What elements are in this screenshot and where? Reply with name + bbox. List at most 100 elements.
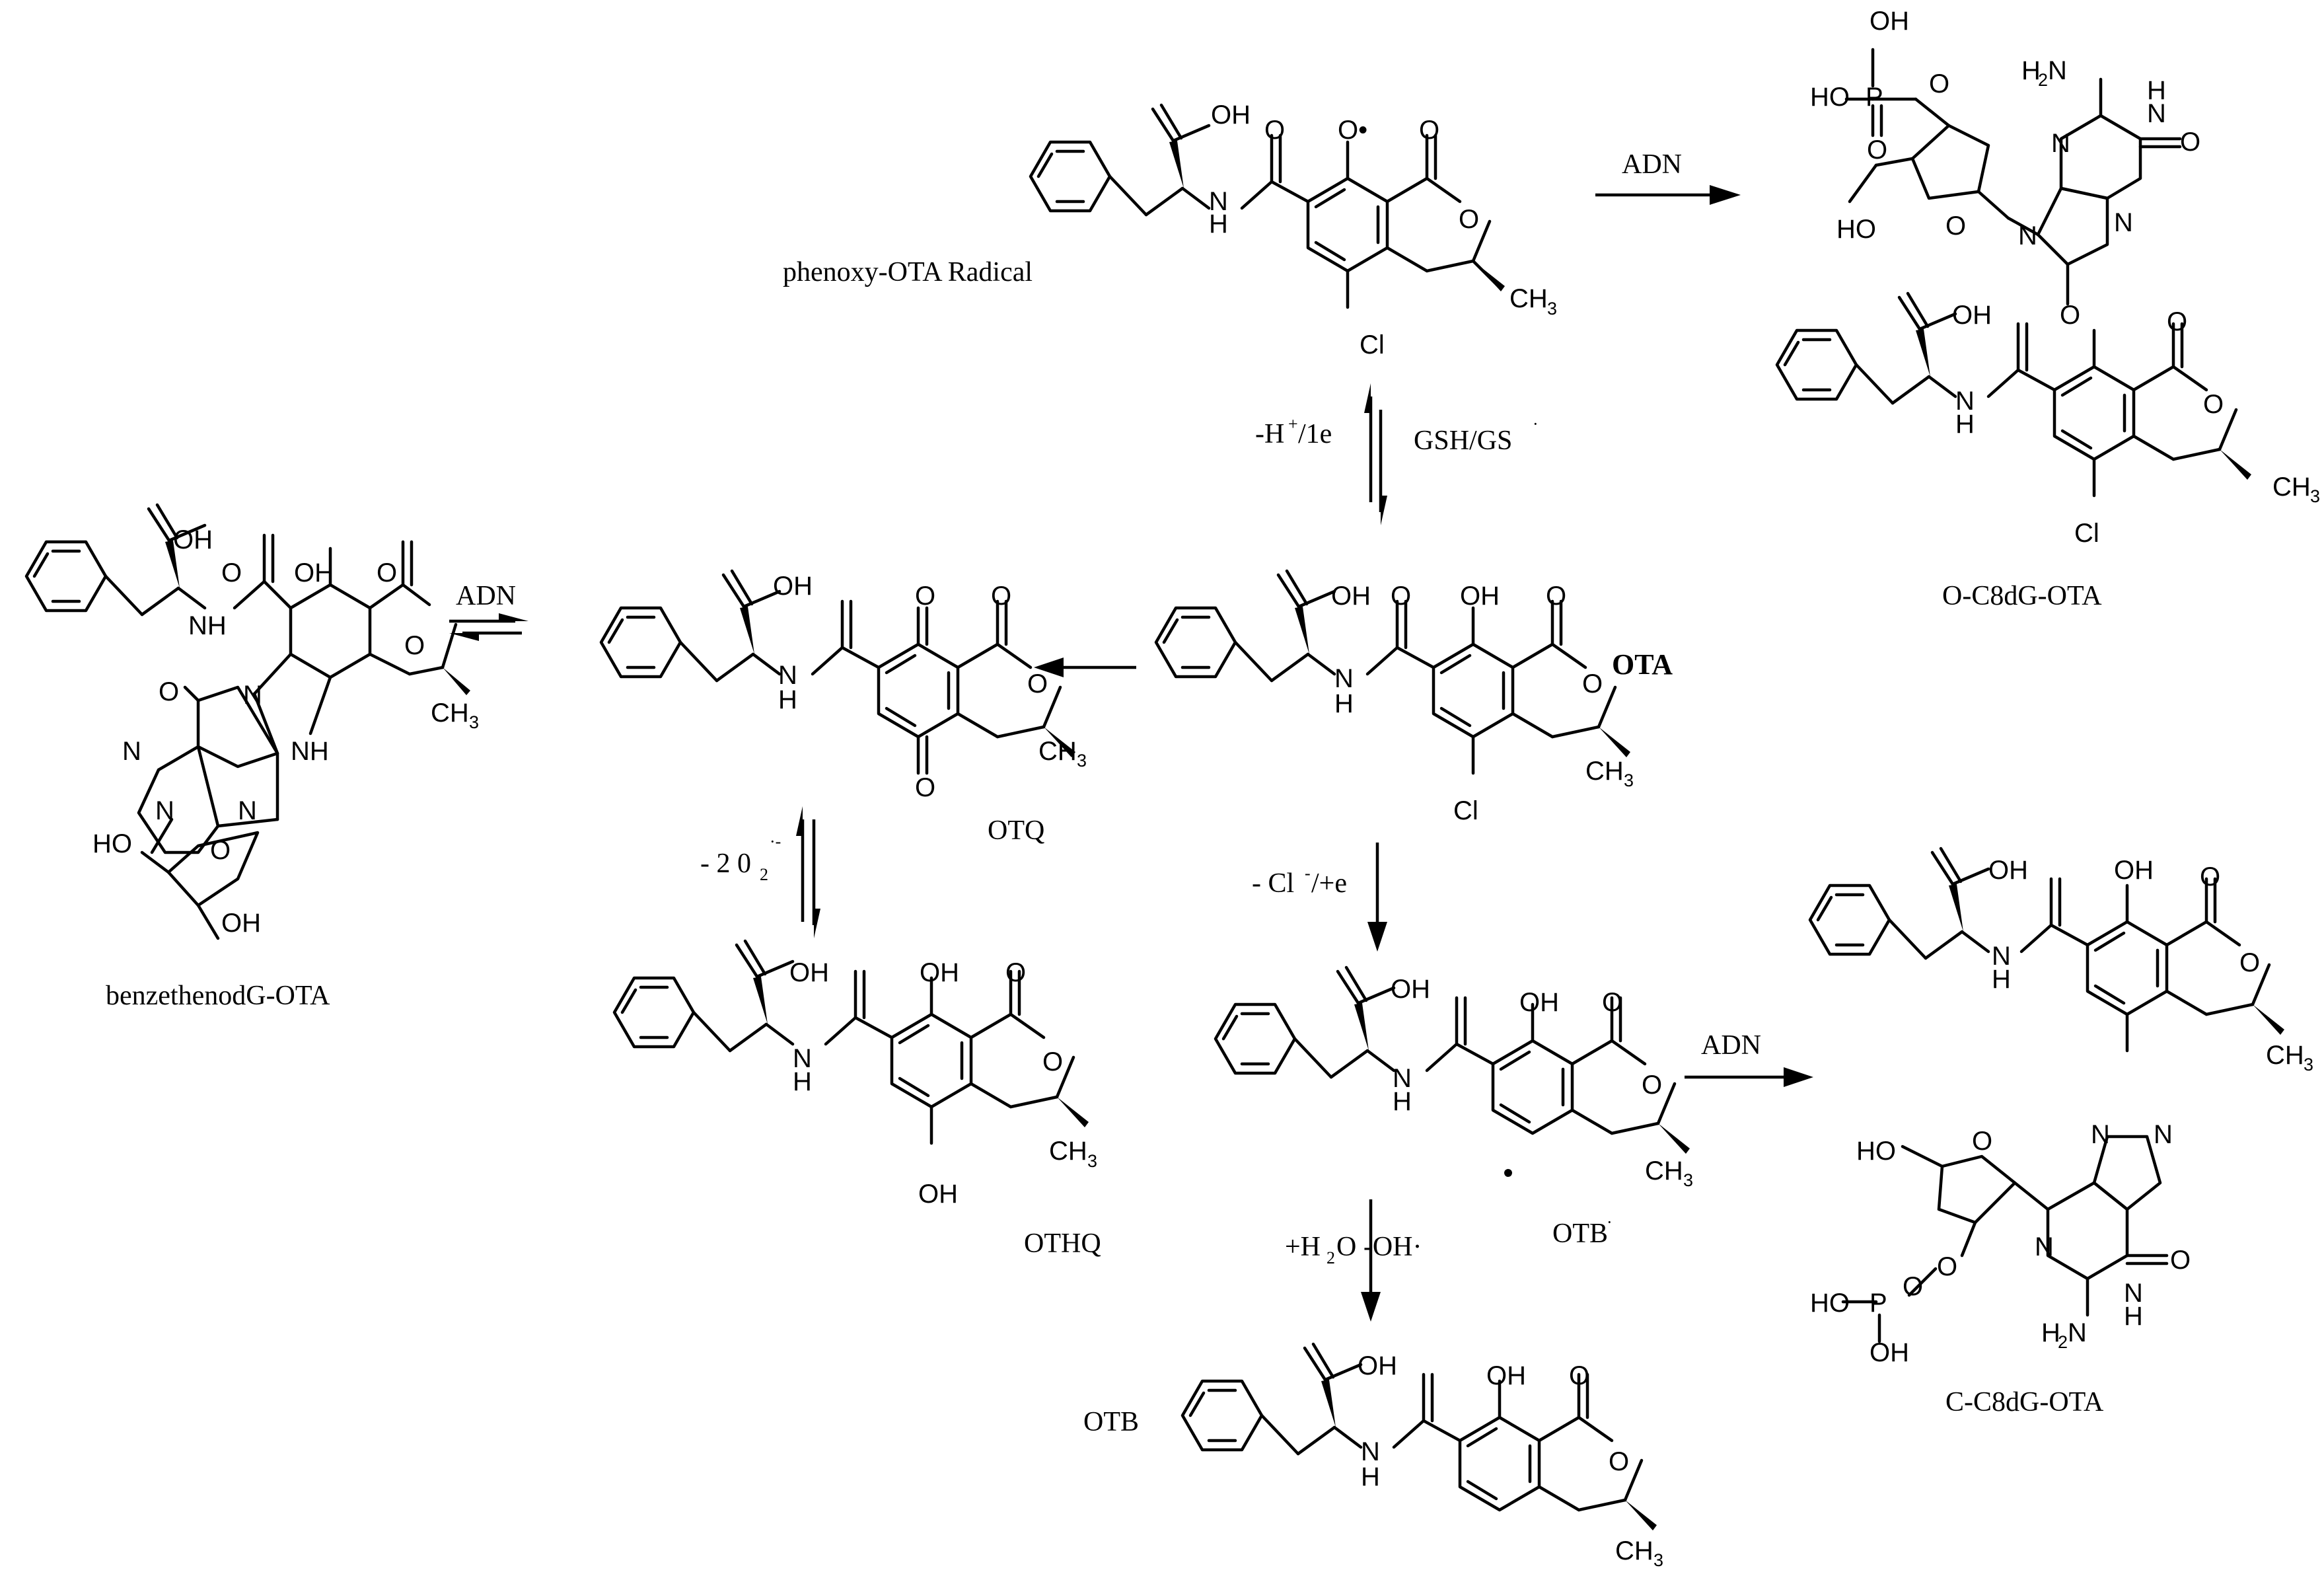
oc8-h2n-sub: 2 bbox=[2038, 70, 2048, 90]
cc8-p-ho: HO bbox=[1810, 1289, 1850, 1318]
oc8-cooh: OH bbox=[1952, 301, 1992, 330]
bz-ch3: CH bbox=[431, 698, 469, 728]
arrow-ota-to-otb-radical-head bbox=[1367, 922, 1387, 952]
bz-nh: NH bbox=[291, 737, 329, 766]
label-o-c8dg-ota: O-C8dG-OTA bbox=[1942, 581, 2102, 611]
ota-cl: Cl bbox=[1453, 796, 1478, 825]
cc8-lactone-o: O bbox=[2200, 862, 2220, 891]
otq-quinone-o2: O bbox=[915, 773, 935, 802]
benzetheno-dg-ota-structure bbox=[24, 503, 470, 940]
cc8-guanine-o: O bbox=[2170, 1246, 2191, 1275]
otb-structure bbox=[1182, 1344, 1657, 1530]
othq-lactone-o: O bbox=[1005, 958, 1026, 987]
cc8-n1: N bbox=[2124, 1279, 2143, 1308]
oc8-nh-h: H bbox=[1955, 410, 1975, 439]
cc8-nh-n: N bbox=[1992, 942, 2011, 971]
oc8-h2n: H bbox=[2021, 56, 2041, 85]
otq-h: H bbox=[778, 685, 797, 714]
othq-oh-top: OH bbox=[920, 958, 959, 987]
eq-otq-othq-up-head bbox=[796, 806, 803, 836]
otq-ch3-sub: 3 bbox=[1077, 751, 1087, 771]
bz-phenol-oh: OH bbox=[294, 558, 334, 587]
bz-sugar-o: O bbox=[210, 836, 231, 865]
otb-cooh: OH bbox=[1358, 1351, 1397, 1380]
cond-water: +H bbox=[1285, 1232, 1321, 1262]
label-phenoxy-ota-radical: phenoxy-OTA Radical bbox=[783, 257, 1033, 287]
phenoxy-cl: Cl bbox=[1360, 330, 1385, 359]
oc8-n-amine: N bbox=[2048, 56, 2067, 85]
oc8-n9: N bbox=[2018, 221, 2037, 250]
label-othq: OTHQ bbox=[1024, 1228, 1101, 1259]
c-c8dg-ota-guanosine bbox=[1841, 1135, 2169, 1343]
cond-water-b: O -OH· bbox=[1336, 1232, 1422, 1262]
otq-n: N bbox=[778, 661, 797, 690]
otb-radical-cooh: OH bbox=[1391, 975, 1430, 1004]
bz-n4: N bbox=[238, 796, 257, 825]
ota-h: H bbox=[1334, 689, 1354, 718]
arrow-otb-radical-to-otb-head bbox=[1361, 1292, 1381, 1322]
cc8-p-oh: OH bbox=[1870, 1338, 1909, 1367]
cc8-o-ester: O bbox=[1937, 1252, 1957, 1281]
label-c-c8dg-ota: C-C8dG-OTA bbox=[1945, 1387, 2104, 1417]
cc8-ho-sugar: HO bbox=[1856, 1137, 1896, 1166]
cc8-h2n-sub: 2 bbox=[2058, 1332, 2068, 1352]
bz-n2: N bbox=[122, 737, 141, 766]
otq-quinone-o1: O bbox=[915, 582, 935, 611]
cond-h-loss-b: /1e bbox=[1298, 419, 1332, 449]
cond-cl-loss-sup: - bbox=[1305, 864, 1311, 883]
bz-sugar-oh: OH bbox=[221, 909, 261, 938]
cc8-phenol-oh: OH bbox=[2114, 856, 2154, 885]
cond-superoxide: - 2 0 bbox=[700, 848, 751, 879]
otb-radical-sup: · bbox=[1607, 1213, 1613, 1232]
bz-n1: N bbox=[243, 681, 262, 710]
cc8-cooh: OH bbox=[1988, 856, 2028, 885]
otb-oh: OH bbox=[1486, 1361, 1526, 1390]
cc8-o-ring: O bbox=[1972, 1127, 1992, 1156]
cond-cl-loss: - Cl bbox=[1252, 868, 1294, 899]
arrow-ota-to-otq-head bbox=[1034, 658, 1064, 677]
cond-cl-loss-b: /+e bbox=[1311, 868, 1347, 899]
oc8-p-ho: HO bbox=[1810, 83, 1850, 112]
oc8-o-ring: O bbox=[1945, 211, 1966, 241]
phenoxy-oh: OH bbox=[1211, 100, 1251, 130]
oc8-cl: Cl bbox=[2074, 519, 2099, 548]
oc8-h1: H bbox=[2147, 76, 2166, 105]
ota-ring-o: O bbox=[1582, 669, 1603, 698]
oc8-o-ester: O bbox=[1929, 69, 1949, 98]
otb-radical-dot bbox=[1504, 1169, 1512, 1177]
bz-n3: N bbox=[155, 796, 174, 825]
phenoxy-ring-o: O bbox=[1459, 205, 1479, 234]
cond-water-sub: 2 bbox=[1326, 1248, 1335, 1267]
oc8-p-o: O bbox=[1867, 135, 1887, 165]
othq-ch3-sub: 3 bbox=[1087, 1151, 1097, 1171]
otb-ch3: CH bbox=[1615, 1536, 1653, 1565]
cond-superoxide-sup: ·- bbox=[770, 832, 781, 851]
label-otb-radical: OTB bbox=[1552, 1219, 1608, 1249]
othq-ch3: CH bbox=[1049, 1137, 1087, 1166]
bz-amide-o: O bbox=[221, 558, 242, 587]
phenoxy-lactone-o: O bbox=[1419, 116, 1439, 145]
cc8-ch3-sub: 3 bbox=[2304, 1055, 2313, 1074]
eq-phenoxy-ota-up-head bbox=[1364, 383, 1371, 413]
bz-ring-o: O bbox=[404, 631, 425, 660]
oc8-link-o: O bbox=[2060, 301, 2080, 330]
bz-keto-o: O bbox=[159, 677, 179, 706]
oc8-p-oh: OH bbox=[1870, 7, 1909, 36]
cond-gsh: GSH/GS bbox=[1414, 426, 1512, 456]
label-benzethenodg-ota: benzethenodG-OTA bbox=[106, 981, 330, 1011]
cond-gsh-sup: · bbox=[1533, 414, 1539, 433]
bz-ch3-sub: 3 bbox=[469, 712, 479, 732]
eq-phenoxy-ota-down-head bbox=[1381, 496, 1387, 525]
cond-adn-2: ADN bbox=[456, 581, 516, 611]
ota-cooh: OH bbox=[1331, 582, 1371, 611]
oc8-ring-o: O bbox=[2203, 390, 2224, 419]
arrow-phenoxy-to-oc8dg-head bbox=[1710, 185, 1741, 205]
ota-ch3-sub: 3 bbox=[1624, 771, 1634, 790]
cc8-n7: N bbox=[2154, 1120, 2173, 1149]
otb-ch3-sub: 3 bbox=[1653, 1550, 1663, 1570]
ota-phenol-oh: OH bbox=[1460, 582, 1500, 611]
phenoxy-carbonyl-o: O bbox=[1264, 116, 1285, 145]
cc8-p-o: O bbox=[1903, 1272, 1923, 1301]
otb-radical-structure bbox=[1216, 967, 1690, 1154]
